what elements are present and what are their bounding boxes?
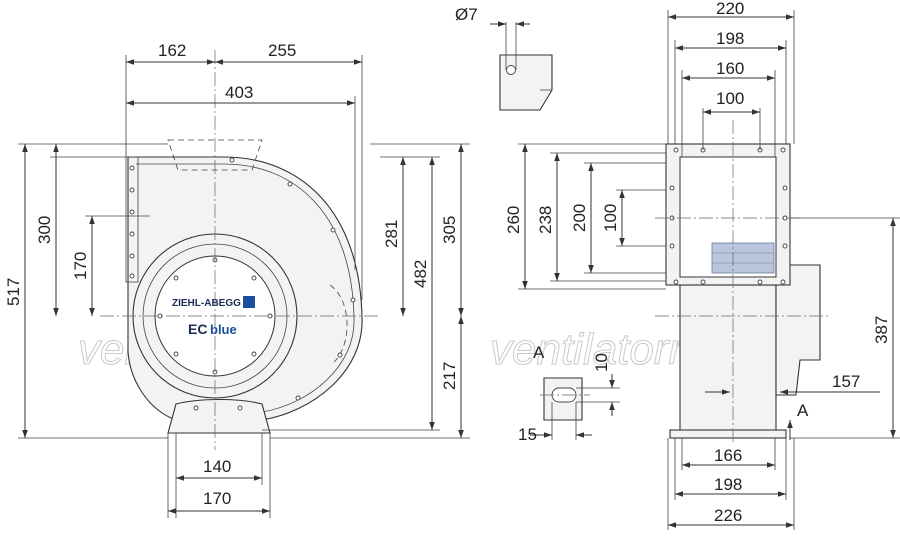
dim-front-305: 305 xyxy=(440,216,459,244)
dim-slot-10: 10 xyxy=(592,353,611,372)
dim-front-217: 217 xyxy=(440,362,459,390)
dim-front-162: 162 xyxy=(158,41,186,60)
dim-front-517: 517 xyxy=(4,278,23,306)
side-foot xyxy=(669,429,787,439)
dim-side-100b: 100 xyxy=(601,204,620,232)
product-logo-ec: EC xyxy=(188,321,207,337)
dim-front-140: 140 xyxy=(203,457,231,476)
front-view: ZIEHL-ABEGG EC blue xyxy=(100,50,380,450)
dim-front-403: 403 xyxy=(225,83,253,102)
detail-slot-title: A xyxy=(533,343,545,362)
dim-side-198: 198 xyxy=(716,29,744,48)
rating-plate xyxy=(711,242,775,274)
product-logo-blue: blue xyxy=(210,322,237,337)
side-dimensions: 220 198 160 100 260 238 200 100 387 157 … xyxy=(504,0,900,530)
dim-side-100: 100 xyxy=(716,89,744,108)
dim-side-387: 387 xyxy=(872,316,891,344)
dim-side-160: 160 xyxy=(716,59,744,78)
dim-side-238: 238 xyxy=(536,206,555,234)
dim-side-198b: 198 xyxy=(714,475,742,494)
brand-logo-icon xyxy=(243,296,255,308)
side-housing xyxy=(679,284,777,436)
side-view xyxy=(655,120,830,445)
inlet-flange xyxy=(125,156,139,283)
dim-side-226: 226 xyxy=(714,506,742,525)
discharge-hidden-outline xyxy=(167,139,263,171)
dim-front-255: 255 xyxy=(268,41,296,60)
section-mark-a: A xyxy=(797,401,809,420)
mounting-foot xyxy=(167,398,271,434)
dim-side-260: 260 xyxy=(504,206,523,234)
dim-slot-15: 15 xyxy=(518,425,537,444)
dim-front-300: 300 xyxy=(35,216,54,244)
dim-front-170: 170 xyxy=(71,252,90,280)
dim-side-200: 200 xyxy=(570,204,589,232)
mounting-holes xyxy=(129,157,356,411)
detail-slot: A 10 15 xyxy=(518,343,620,444)
hidden-line-right xyxy=(329,284,348,363)
flange-holes xyxy=(669,147,788,285)
dim-side-157: 157 xyxy=(832,372,860,391)
brand-logo: ZIEHL-ABEGG xyxy=(172,298,241,309)
dim-side-220: 220 xyxy=(716,0,744,18)
dim-front-170b: 170 xyxy=(203,489,231,508)
front-dimensions: 162 255 403 300 170 517 281 482 305 217 … xyxy=(4,41,470,518)
dim-front-281: 281 xyxy=(382,220,401,248)
side-motor xyxy=(775,264,821,396)
dim-hole-diameter: Ø7 xyxy=(455,5,478,24)
detail-hole: Ø7 xyxy=(455,5,553,111)
dim-side-166: 166 xyxy=(714,446,742,465)
dim-front-482: 482 xyxy=(411,260,430,288)
